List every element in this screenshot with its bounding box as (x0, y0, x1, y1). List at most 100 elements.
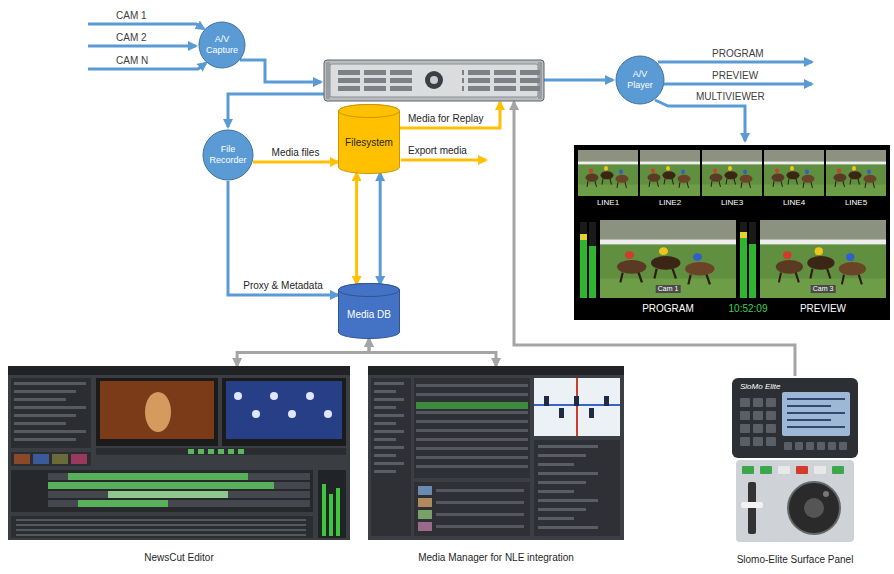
screenshot-art (33, 454, 49, 464)
text-holder: Media Manager for NLE integration (368, 544, 624, 572)
camera-tag: Cam 3 (811, 285, 836, 293)
node-shape (8, 366, 350, 540)
screenshot-art (795, 442, 803, 450)
screenshot-art (14, 414, 76, 417)
multiviewer-screen (740, 238, 747, 298)
screenshot-art (787, 426, 845, 428)
node-shape (720, 378, 870, 544)
screenshot-art (742, 466, 754, 474)
node-label: A/V Player (620, 69, 660, 91)
screenshot-art (270, 392, 278, 400)
edge-label: Proxy & Metadata (241, 280, 324, 292)
screenshot-art (766, 398, 776, 407)
screenshot-art (16, 529, 306, 531)
screenshot-art (538, 517, 574, 520)
screenshot-art (68, 473, 248, 480)
screenshot-art (436, 525, 524, 528)
window-title: PREVIEW (800, 303, 846, 315)
screenshot-art (306, 392, 314, 400)
screenshot-art (814, 466, 826, 474)
screenshot-art (16, 534, 306, 536)
multiviewer-screen (580, 222, 587, 298)
screenshot-art (374, 470, 396, 473)
screenshot-art (416, 393, 528, 396)
screenshot-art (766, 411, 776, 420)
screenshot-art (538, 481, 586, 484)
source-label: LINE1 (597, 198, 619, 208)
signal-arrow (228, 94, 324, 127)
circle-outline (203, 130, 253, 180)
screenshot-art (188, 449, 194, 454)
screenshot-art (8, 366, 350, 540)
database-cylinder: Media DB (338, 283, 400, 339)
camera-label: CAM 1 (116, 10, 147, 22)
screenshot-art (374, 406, 396, 409)
screenshot-art (784, 442, 792, 450)
text-holder: A/V Capture (198, 21, 246, 69)
screenshot-art (16, 519, 306, 521)
screenshot-art (14, 398, 66, 401)
multiviewer-screen (600, 220, 736, 298)
layout-art (88, 24, 890, 376)
screenshot-art (336, 488, 340, 536)
screenshot-art (436, 489, 524, 492)
screenshot-art (374, 382, 404, 385)
node-shape (368, 366, 624, 540)
rack-server (462, 70, 540, 91)
screenshot-art (11, 470, 313, 512)
screenshot-art (48, 482, 310, 489)
screenshot-art (416, 438, 528, 441)
screenshot-art (736, 460, 854, 542)
screenshot-art (534, 440, 620, 536)
text-holder: Slomo-Elite Surface Panel (720, 548, 870, 572)
multiviewer-screen (826, 150, 886, 196)
camera-tag: Cam 1 (656, 285, 681, 293)
screenshot-art (416, 447, 528, 450)
rack-server (326, 62, 330, 99)
text-holder: Media DB (338, 297, 400, 332)
control-line (514, 102, 795, 376)
screenshot-art (374, 462, 404, 465)
screenshot-art (238, 449, 244, 454)
screenshot-art (374, 454, 396, 457)
screenshot-art (96, 448, 346, 455)
input-arrow (88, 24, 204, 29)
screenshot-art (782, 392, 850, 436)
screenshot-art (589, 408, 594, 418)
screenshot-art (14, 406, 86, 409)
node-label: Filesystem (345, 137, 393, 149)
screenshot-art (252, 410, 260, 418)
screenshot-art (48, 500, 310, 507)
multiviewer-screen (740, 232, 747, 238)
caption: NewsCut Editor (144, 552, 213, 564)
screenshot-art (753, 411, 763, 420)
screenshot-art (778, 466, 790, 474)
screenshot-art (324, 410, 332, 418)
window-title: PROGRAM (642, 303, 694, 315)
screenshot-art (740, 411, 750, 420)
screenshot-art (374, 422, 396, 425)
screenshot-art (416, 384, 528, 387)
screenshot-art (806, 442, 814, 450)
screenshot-art (208, 449, 214, 454)
screenshot-art (96, 378, 218, 446)
connector (379, 173, 382, 284)
brand-label: SloMo Elite (740, 382, 780, 392)
screenshot-art (559, 408, 564, 418)
screenshot-art (538, 445, 598, 448)
screenshot-art (374, 398, 404, 401)
screenshot-art (8, 366, 350, 375)
screenshot-art (788, 482, 840, 534)
source-label: LINE5 (845, 198, 867, 208)
multiviewer-screen (578, 150, 638, 196)
multiviewer-screen (574, 145, 890, 320)
screenshot-art (222, 378, 346, 446)
media-arrow (400, 102, 500, 128)
multiviewer-screen (589, 246, 596, 298)
text-holder: A/V Player (615, 55, 665, 105)
screenshot-art (374, 414, 404, 417)
screenshot-art (368, 366, 624, 375)
screenshot-art (416, 411, 528, 414)
connector (355, 173, 358, 284)
screenshot-art (753, 424, 763, 433)
